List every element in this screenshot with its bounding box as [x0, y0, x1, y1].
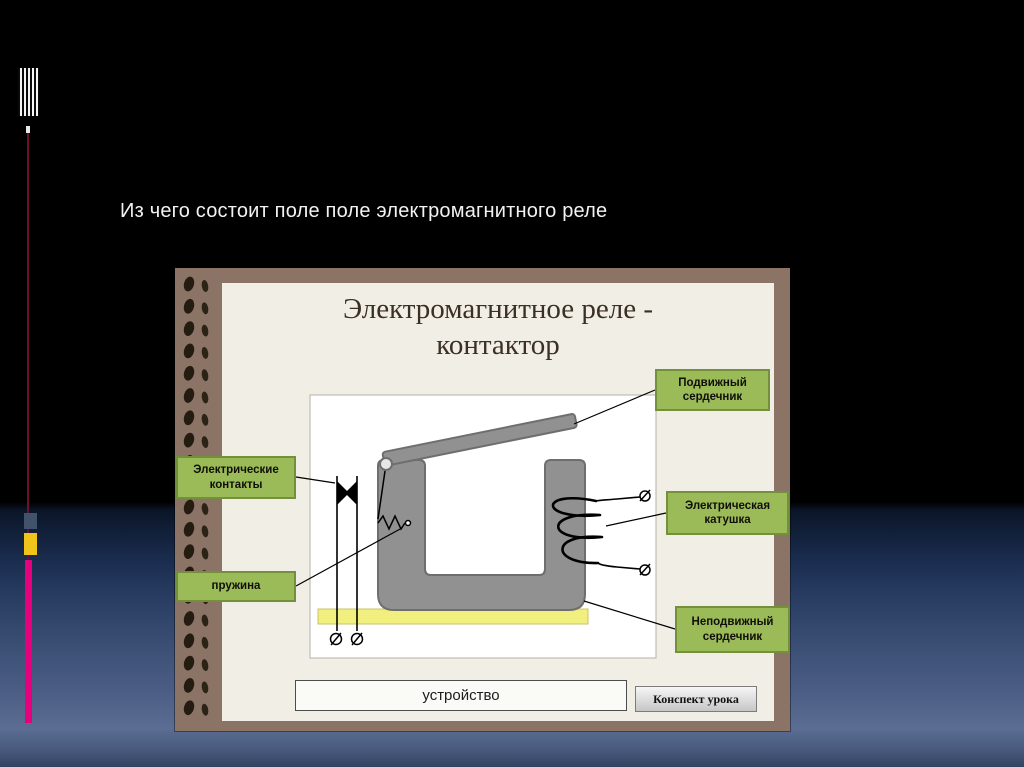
label-electrical-contacts: Электрические контакты — [176, 456, 296, 499]
pivot-circle — [379, 457, 393, 471]
thin-accent-line — [27, 133, 29, 561]
device-caption-box: устройство — [295, 680, 627, 711]
contact-lines — [336, 476, 358, 631]
device-caption: устройство — [422, 687, 500, 704]
barcode-decoration — [18, 68, 39, 116]
relay-diagram — [295, 389, 676, 659]
diagram-title-line1: Электромагнитное реле - — [342, 293, 654, 325]
slate-accent-square — [24, 513, 37, 529]
slide-question: Из чего состоит поле поле электромагнитн… — [120, 200, 608, 222]
label-movable-core: Подвижный сердечник — [655, 369, 770, 411]
contact-terminal-circles — [329, 632, 364, 646]
magenta-accent-bar — [25, 560, 32, 723]
label-fixed-core: Неподвижный сердечник — [675, 606, 790, 653]
connector-lines — [295, 389, 676, 630]
coil-winding — [551, 496, 641, 570]
notebook-image: Электромагнитное реле - контактор — [175, 268, 790, 731]
notebook-sheet: Электромагнитное реле - контактор — [176, 283, 790, 721]
label-spring: пружина — [176, 571, 296, 602]
diagram-title-line2: контактор — [436, 329, 560, 362]
diagram-title: Электромагнитное реле - контактор — [222, 291, 774, 364]
spiral-binding — [183, 276, 209, 716]
base-bar — [317, 608, 589, 625]
lesson-notes-button[interactable]: Конспект урока — [635, 686, 757, 712]
tick-decoration — [26, 126, 30, 133]
label-electrical-coil: Электрическая катушка — [666, 491, 789, 535]
coil-terminal-circles — [639, 489, 651, 576]
fixed-core-shape — [377, 459, 586, 611]
gold-accent-square — [24, 533, 37, 555]
